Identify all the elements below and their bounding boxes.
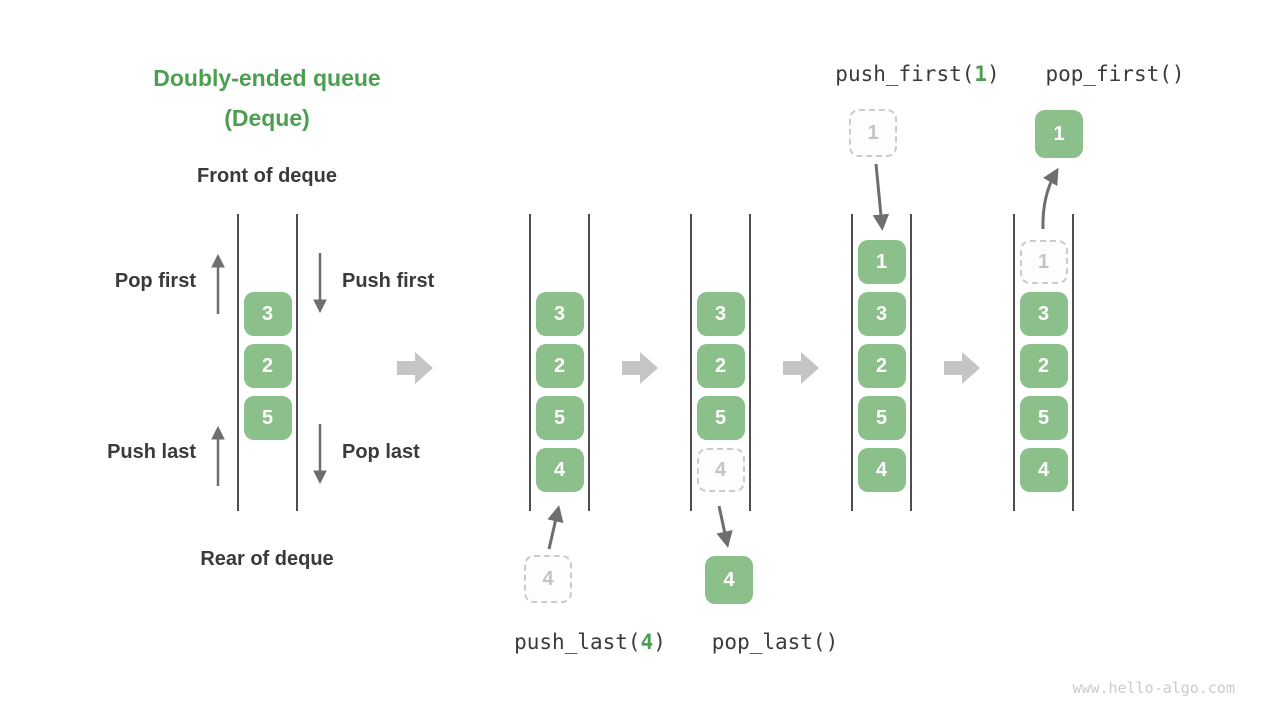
deque-cell: 5 [1019,396,1068,440]
transition-arrow-icon-2 [622,352,658,384]
deque-after-pop-last: 3 2 5 4 [690,214,751,511]
push-first-op-label: push_first(1) [790,62,1045,86]
push-first-input-cell: 1 [849,109,897,157]
push-last-op-suffix: ) [653,630,666,654]
deque-cell: 5 [535,396,584,440]
deque-cell: 4 [535,448,584,492]
transition-arrow-icon-1 [397,352,433,384]
deque-cell: 3 [1019,292,1068,336]
diagram-title-line2: (Deque) [224,105,310,131]
pop-last-op-label: pop_last() [711,630,839,654]
diagram-title-line1: Doubly-ended queue [153,65,381,91]
push-first-op-arg: 1 [974,62,988,86]
rear-of-deque-label: Rear of deque [200,548,334,570]
deque-cell: 2 [535,344,584,388]
deque-after-push-first: 1 3 2 5 4 [851,214,912,511]
deque-after-pop-first: 1 3 2 5 4 [1013,214,1074,511]
pop-last-side-label: Pop last [342,441,420,463]
transition-arrow-icon-4 [944,352,980,384]
deque-cell: 5 [243,396,292,440]
deque-cell: 2 [696,344,745,388]
pop-first-output-cell: 1 [1035,110,1083,158]
deque-cell: 5 [696,396,745,440]
deque-cell: 3 [696,292,745,336]
push-last-op-arg: 4 [640,630,654,654]
push-last-op-prefix: push_last( [514,630,641,654]
pop-first-op-label: pop_first() [1045,62,1185,86]
watermark: www.hello-algo.com [1072,679,1235,697]
push-first-op-suffix: ) [987,62,1000,86]
push-last-insert-arrow-icon [547,505,564,550]
pop-first-side-label: Pop first [114,270,196,292]
deque-cell: 4 [857,448,906,492]
deque-cell-ghost: 1 [1019,240,1068,284]
front-of-deque-label: Front of deque [197,165,337,187]
pop-last-remove-arrow-icon [716,505,733,548]
push-last-op-label: push_last(4) [480,630,700,654]
deque-after-push-last: 3 2 5 4 [529,214,590,511]
diagram-title: Doubly-ended queue (Deque) [97,58,437,138]
deque-cell: 3 [857,292,906,336]
deque-cell: 4 [1019,448,1068,492]
deque-initial: 3 2 5 [237,214,298,511]
deque-cell: 3 [243,292,292,336]
push-last-input-cell: 4 [524,555,572,603]
deque-cell-ghost: 4 [696,448,745,492]
deque-cell: 1 [857,240,906,284]
deque-cell: 2 [1019,344,1068,388]
pop-last-output-cell: 4 [705,556,753,604]
deque-cell: 2 [243,344,292,388]
push-last-side-label: Push last [107,441,196,463]
deque-cell: 5 [857,396,906,440]
push-first-op-prefix: push_first( [835,62,975,86]
deque-cell: 2 [857,344,906,388]
push-first-side-label: Push first [342,270,435,292]
transition-arrow-icon-3 [783,352,819,384]
deque-cell: 3 [535,292,584,336]
